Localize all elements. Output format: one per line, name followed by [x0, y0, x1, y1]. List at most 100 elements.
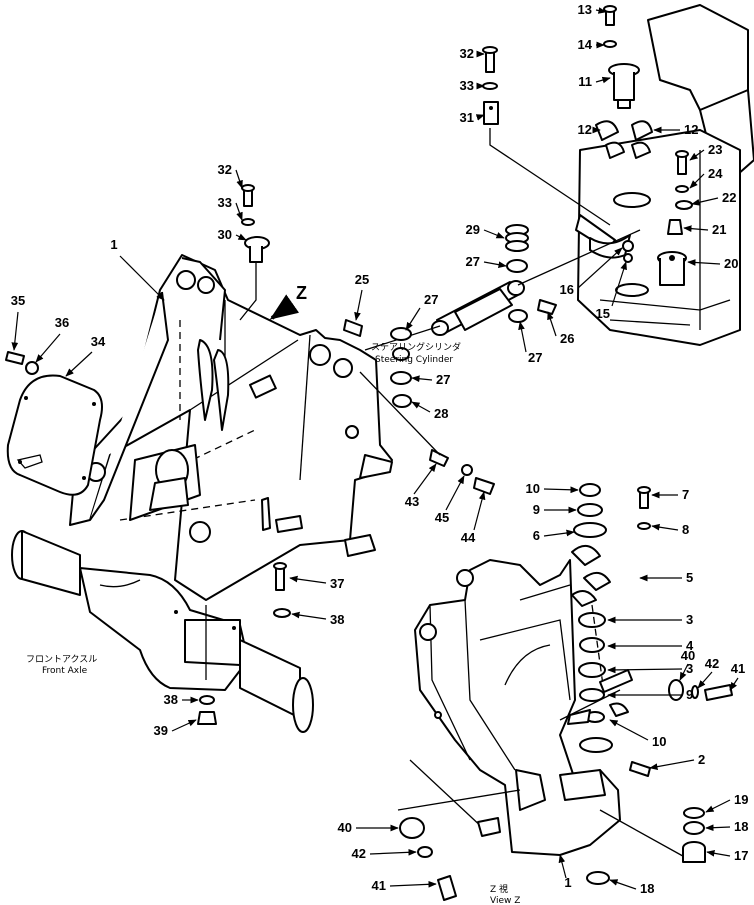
callout-40a: 40	[681, 648, 695, 663]
caption-steering-cylinder-en: Steering Cylinder	[375, 355, 453, 365]
bolt-35-washer-36	[5, 351, 39, 375]
callout-15: 15	[596, 306, 610, 321]
leader-27d	[411, 375, 433, 383]
callout-27a: 27	[466, 254, 480, 269]
leader-18b	[609, 879, 637, 890]
bushing-stack-lower	[567, 483, 633, 753]
callout-4: 4	[686, 638, 694, 653]
leader-16	[577, 247, 623, 289]
leader-1b	[558, 854, 567, 879]
leader-21	[683, 225, 709, 232]
callout-32b: 32	[218, 162, 232, 177]
leader-45	[445, 475, 465, 511]
callout-39: 39	[154, 723, 168, 738]
caption-steering-cylinder-jp: ステアリングシリンダ	[371, 341, 461, 353]
leader-30	[235, 233, 247, 241]
leader-10b	[609, 719, 649, 741]
cover-plate	[6, 374, 103, 496]
bushings-17-19	[682, 807, 706, 863]
callout-36: 36	[55, 315, 69, 330]
leader-42b	[369, 848, 417, 856]
callout-41b: 41	[372, 878, 386, 893]
leader-43	[413, 463, 437, 495]
hardware-stack-20-24	[657, 150, 693, 286]
leader-6	[543, 529, 575, 537]
callout-19: 19	[734, 792, 748, 807]
leader-10a	[543, 486, 579, 494]
callout-8: 8	[682, 522, 689, 537]
callout-34: 34	[91, 334, 106, 349]
bolt-2	[629, 761, 651, 777]
hardware-stack-top-right	[595, 5, 653, 159]
callout-2: 2	[698, 752, 705, 767]
z-view-arrow: Z	[269, 283, 307, 320]
leader-18a	[705, 824, 731, 832]
callout-10a: 10	[526, 481, 540, 496]
leader-28	[411, 401, 431, 413]
callout-44: 44	[461, 530, 476, 545]
callout-30: 30	[218, 227, 232, 242]
rear-frame-section	[577, 4, 754, 346]
leader-41b	[389, 880, 437, 888]
callout-27d: 27	[436, 372, 450, 387]
leader-42a	[697, 671, 713, 689]
leader-36	[35, 333, 61, 363]
leader-3b	[607, 666, 683, 674]
callout-leaders	[11, 7, 739, 890]
callout-45: 45	[435, 510, 449, 525]
callout-12b: 12	[684, 122, 698, 137]
callout-28: 28	[434, 406, 448, 421]
callout-41a: 41	[731, 661, 745, 676]
caption-front-axle-jp: フロントアクスル	[26, 654, 97, 665]
leader-20	[687, 259, 721, 266]
hardware-40-42-41-right	[668, 679, 733, 701]
leader-32b	[235, 169, 243, 189]
callout-7: 7	[682, 487, 689, 502]
callout-35: 35	[11, 293, 25, 308]
bolt-37-38-39-axle	[197, 562, 291, 725]
callout-42a: 42	[705, 656, 719, 671]
callout-5: 5	[686, 570, 693, 585]
callout-33a: 33	[460, 78, 474, 93]
leader-38a	[291, 611, 327, 620]
bushings-middle	[343, 319, 412, 408]
callout-11: 11	[578, 74, 592, 89]
callout-16: 16	[560, 282, 574, 297]
leader-27b	[518, 321, 527, 353]
leader-2	[649, 759, 695, 770]
caption-front-axle-en: Front Axle	[42, 666, 88, 676]
leader-25	[354, 289, 363, 321]
leader-33b	[235, 202, 243, 221]
steering-pivot	[575, 214, 634, 263]
bushings-upper	[505, 224, 557, 323]
leader-35	[11, 311, 19, 351]
callout-38b: 38	[164, 692, 178, 707]
leader-39	[171, 719, 197, 732]
leader-24	[689, 173, 705, 189]
washer-18-bottom	[586, 871, 610, 885]
callout-24: 24	[708, 166, 723, 181]
callout-3b: 3	[686, 661, 693, 676]
callout-3a: 3	[686, 612, 693, 627]
callout-23: 23	[708, 142, 722, 157]
callout-21: 21	[712, 222, 726, 237]
callout-14: 14	[578, 37, 593, 52]
hardware-43-45-44	[359, 371, 495, 495]
leader-27a	[483, 261, 507, 268]
callout-32a: 32	[460, 46, 474, 61]
callout-6: 6	[533, 528, 540, 543]
callout-40b: 40	[338, 820, 352, 835]
leader-15	[611, 261, 627, 307]
rear-frame-view-z	[397, 559, 691, 861]
front-axle	[11, 530, 314, 733]
callout-1a: 1	[110, 237, 117, 252]
callout-42b: 42	[352, 846, 366, 861]
callout-25: 25	[355, 272, 369, 287]
callout-1b: 1	[564, 875, 571, 890]
leader-31	[475, 114, 485, 121]
callout-37: 37	[330, 576, 344, 591]
view-label-z: Z	[296, 283, 307, 303]
leader-8	[651, 523, 679, 531]
